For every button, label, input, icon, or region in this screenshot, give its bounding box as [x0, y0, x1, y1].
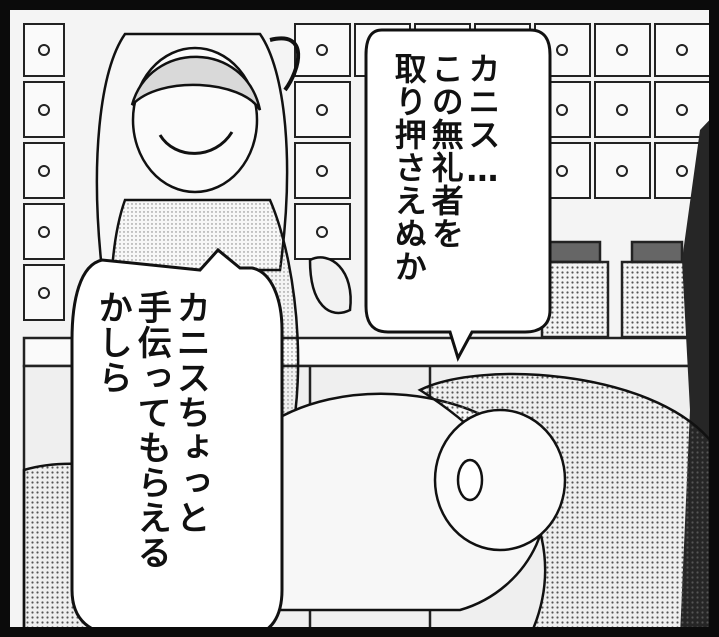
speech-bubble-1-line-2: この無礼者を [426, 52, 465, 250]
speech-bubble-1-shape [364, 28, 552, 362]
speech-bubble-2-line-3: かしら [92, 290, 133, 395]
jars [540, 240, 690, 339]
speech-bubble-2-line-2: 手伝ってもらえる [131, 290, 172, 570]
speech-bubble-2-line-1: カニスちょっと [170, 290, 211, 535]
speech-bubble-2-shape [70, 247, 284, 627]
speech-bubble-1-text: カニス… この無礼者を 取り押さえぬか [389, 52, 502, 322]
speech-bubble-1-line-3: 取り押さえぬか [389, 52, 428, 283]
speech-bubble-2-text: カニスちょっと 手伝ってもらえる かしら [92, 290, 211, 627]
panel-artwork [22, 23, 709, 627]
speech-bubble-1-line-1: カニス… [463, 52, 502, 190]
